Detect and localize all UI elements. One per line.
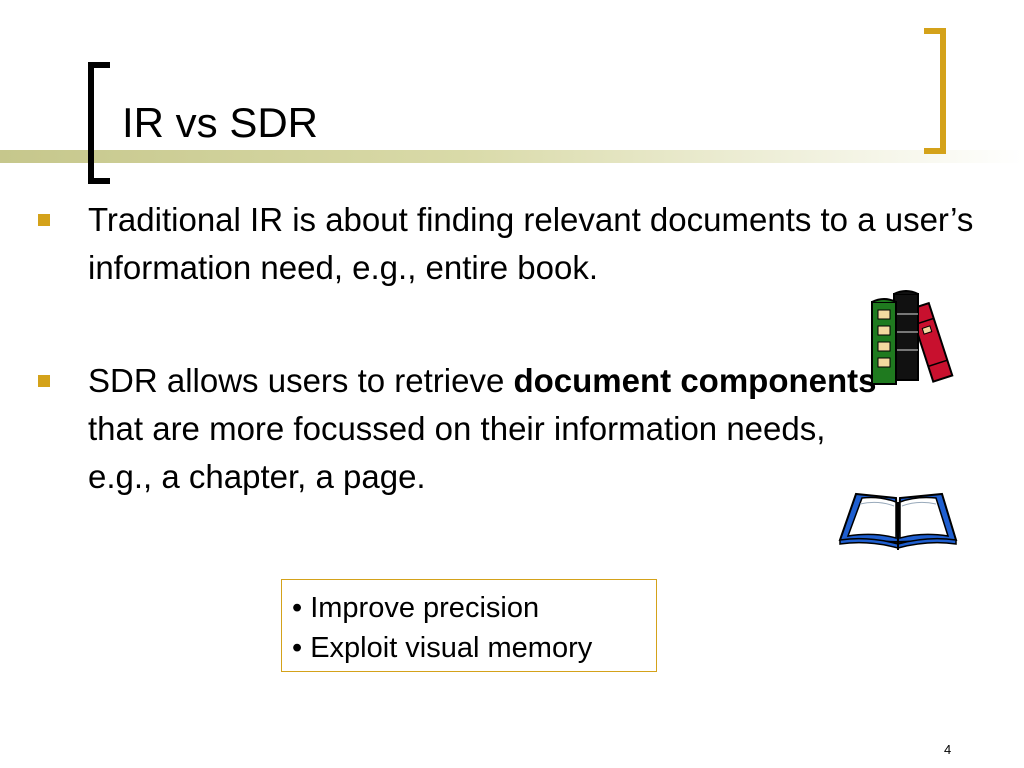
bullet-item-1: Traditional IR is about finding relevant…	[38, 196, 978, 292]
summary-note-box: • Improve precision • Exploit visual mem…	[281, 579, 657, 672]
bullet-text-bold: document components	[513, 362, 877, 399]
bullet-text: Traditional IR is about finding relevant…	[88, 201, 974, 286]
bullet-text-post: that are more focussed on their informat…	[88, 410, 826, 495]
bullet-text-pre: SDR allows users to retrieve	[88, 362, 514, 399]
page-number: 4	[944, 742, 952, 757]
title-divider-band	[0, 150, 1024, 163]
note-line-1: • Improve precision	[292, 592, 540, 624]
books-icon	[871, 290, 954, 385]
open-book-icon	[838, 492, 958, 550]
slide-title: IR vs SDR	[122, 99, 319, 146]
bullet-item-2: SDR allows users to retrieve document co…	[38, 357, 878, 501]
bullet-text: SDR allows users to retrieve document co…	[88, 357, 878, 501]
bullet-marker	[38, 375, 50, 387]
note-line-2: • Exploit visual memory	[292, 632, 593, 664]
left-bracket-decoration	[88, 62, 110, 184]
bullet-marker	[38, 214, 50, 226]
right-bracket-decoration	[924, 28, 946, 154]
